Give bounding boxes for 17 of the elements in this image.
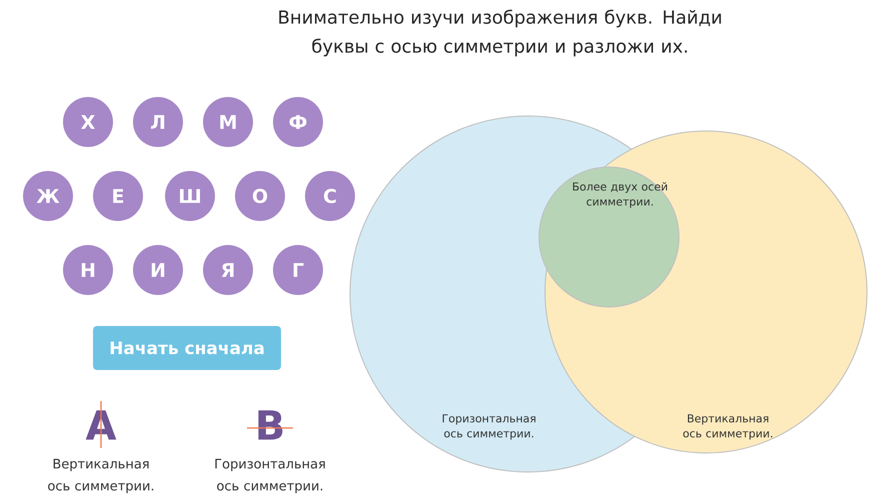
letter-button: Г <box>273 245 323 295</box>
caption: Горизонтальная ось симметрии. <box>215 458 325 494</box>
caption: Вертикальная ось симметрии. <box>48 458 154 494</box>
letter-button: Е <box>93 171 143 221</box>
letter-button: Ж <box>23 171 73 221</box>
letter-button: Я <box>203 245 253 295</box>
letter-button: М <box>203 97 253 147</box>
letter-button: Н <box>63 245 113 295</box>
letter-button: С <box>305 171 355 221</box>
letter-button: Ф <box>273 97 323 147</box>
letter-button: Л <box>133 97 183 147</box>
letter-button: И <box>133 245 183 295</box>
letter-button: Х <box>63 97 113 147</box>
title: Внимательно изучи изображения букв. Найди буквы с осью симметрии и разложи их. <box>279 10 721 56</box>
letter-button: О <box>235 171 285 221</box>
letter-button: Ш <box>165 171 215 221</box>
restart-button: Начать сначала <box>93 326 281 370</box>
